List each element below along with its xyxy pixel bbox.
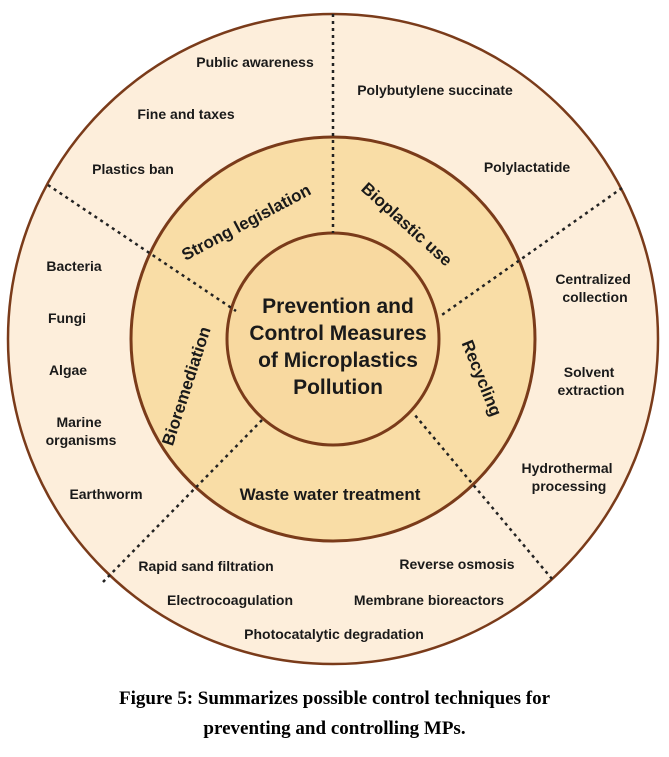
item-electrocoagulation: Electrocoagulation [167, 592, 293, 608]
control-measures-diagram: Prevention and Control Measures of Micro… [6, 12, 660, 666]
waste-water-treatment-items: Rapid sand filtration Electrocoagulation… [138, 556, 514, 642]
bioplastic-use-items: Polybutylene succinate Polylactatide [357, 82, 570, 175]
item-centralized-collection-label: Centralized [555, 271, 630, 287]
item-centralized-collection: Centralized collection [555, 271, 634, 305]
item-marine-organisms: Marine organisms [46, 414, 117, 448]
item-marine-organisms-label-line-2: organisms [46, 432, 117, 448]
item-rapid-sand-filtration: Rapid sand filtration [138, 558, 273, 574]
item-polylactatide: Polylactatide [484, 159, 571, 175]
item-polybutylene-succinate: Polybutylene succinate [357, 82, 513, 98]
item-public-awareness: Public awareness [196, 54, 314, 70]
caption-line-1: Figure 5: Summarizes possible control te… [119, 688, 550, 709]
item-marine-organisms-label: Marine [56, 414, 101, 430]
item-solvent-extraction-label: Solvent [564, 364, 615, 380]
item-hydrothermal-processing-label-line-2: processing [532, 478, 607, 494]
item-hydrothermal-processing-label: Hydrothermal [522, 460, 613, 476]
item-fungi: Fungi [48, 310, 86, 326]
sector-dividers [47, 14, 623, 583]
strong-legislation-items: Public awareness Fine and taxes Plastics… [92, 54, 314, 177]
center-title: Prevention and Control Measures of Micro… [249, 295, 426, 399]
item-centralized-collection-label-line-2: collection [562, 289, 627, 305]
bioremediation-items: Bacteria Fungi Algae Marine organisms Ea… [46, 258, 143, 502]
center-title-line-3: of Microplastics [258, 349, 418, 372]
item-fine-and-taxes: Fine and taxes [137, 106, 234, 122]
figure-caption: Figure 5: Summarizes possible control te… [0, 684, 669, 744]
divider-lower-left [102, 419, 263, 583]
center-title-line-4: Pollution [293, 376, 383, 399]
item-plastics-ban: Plastics ban [92, 161, 174, 177]
item-solvent-extraction: Solvent extraction [558, 364, 625, 398]
item-photocatalytic-degradation: Photocatalytic degradation [244, 626, 424, 642]
item-hydrothermal-processing: Hydrothermal processing [522, 460, 617, 494]
ring-label-waste-water-treatment: Waste water treatment [240, 485, 421, 504]
caption-line-2: preventing and controlling MPs. [203, 718, 466, 739]
item-bacteria: Bacteria [46, 258, 101, 274]
center-circle [225, 231, 441, 447]
recycling-items: Centralized collection Solvent extractio… [522, 271, 634, 494]
item-solvent-extraction-label-line-2: extraction [558, 382, 625, 398]
divider-upper-right [438, 186, 623, 319]
center-title-line-1: Prevention and [262, 295, 414, 318]
center-title-line-2: Control Measures [249, 322, 426, 345]
item-algae: Algae [49, 362, 87, 378]
item-earthworm: Earthworm [69, 486, 142, 502]
item-membrane-bioreactors: Membrane bioreactors [354, 592, 504, 608]
divider-lower-right [413, 413, 553, 580]
divider-upper-left [47, 183, 237, 313]
item-reverse-osmosis: Reverse osmosis [399, 556, 514, 572]
